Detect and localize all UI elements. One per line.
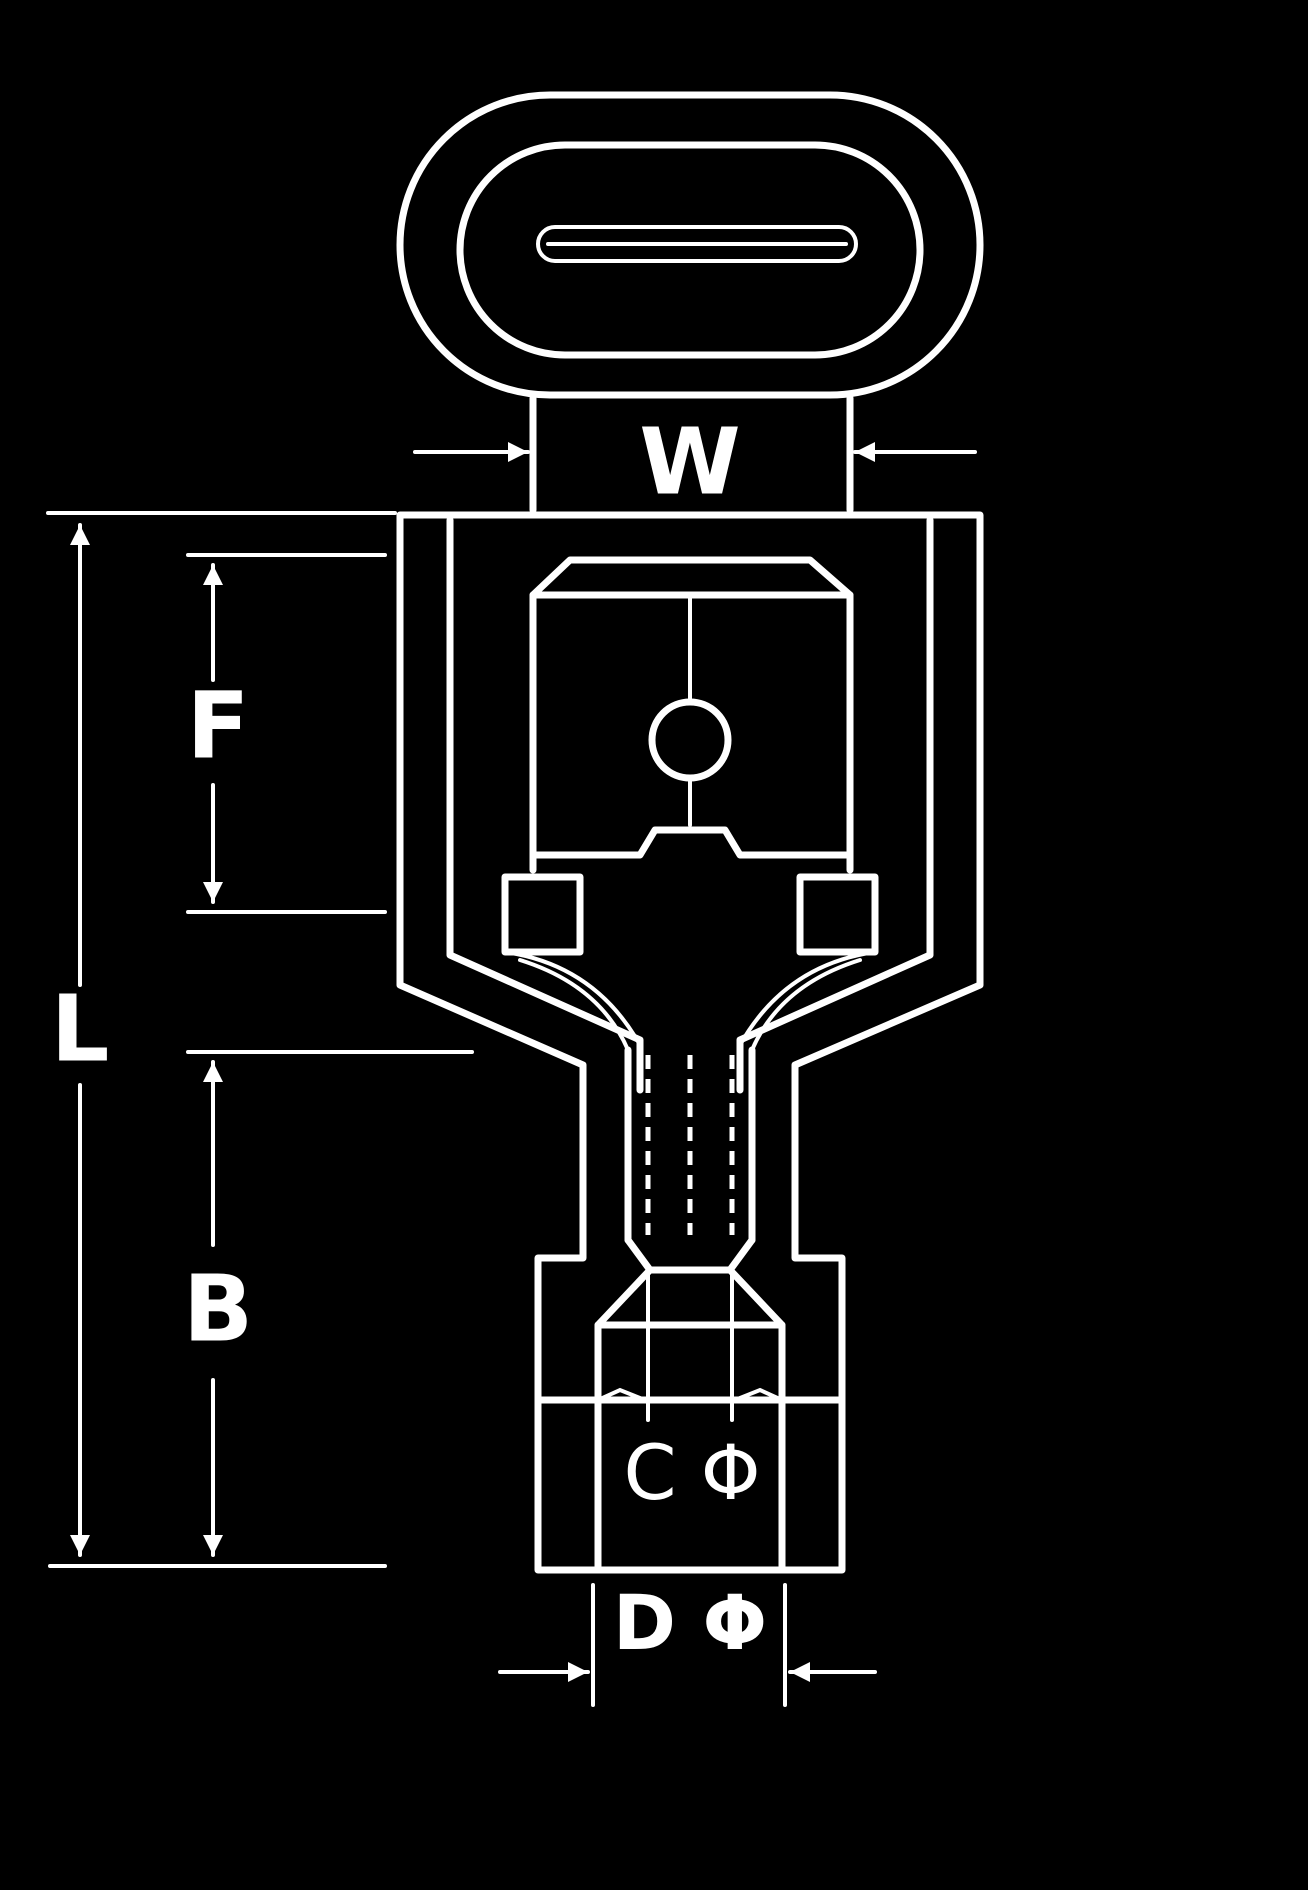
pull-tab — [396, 91, 984, 399]
label-d: D Φ — [613, 1578, 767, 1667]
label-b: B — [183, 1255, 253, 1362]
label-f: F — [187, 672, 250, 779]
receptacle-contact — [501, 556, 879, 1052]
dimension-d — [498, 1583, 877, 1707]
wire-sleeve — [534, 1266, 846, 1574]
inner-housing — [446, 516, 934, 1094]
crimp-barrel — [624, 1046, 756, 1274]
label-c: C Φ — [623, 1428, 760, 1517]
tab-neck — [529, 394, 854, 514]
dimension-l — [46, 511, 397, 1568]
label-w: W — [639, 408, 740, 515]
label-l: L — [51, 975, 110, 1082]
outer-housing — [396, 511, 984, 1574]
dimension-b — [186, 1050, 474, 1557]
dimension-f — [186, 553, 387, 914]
